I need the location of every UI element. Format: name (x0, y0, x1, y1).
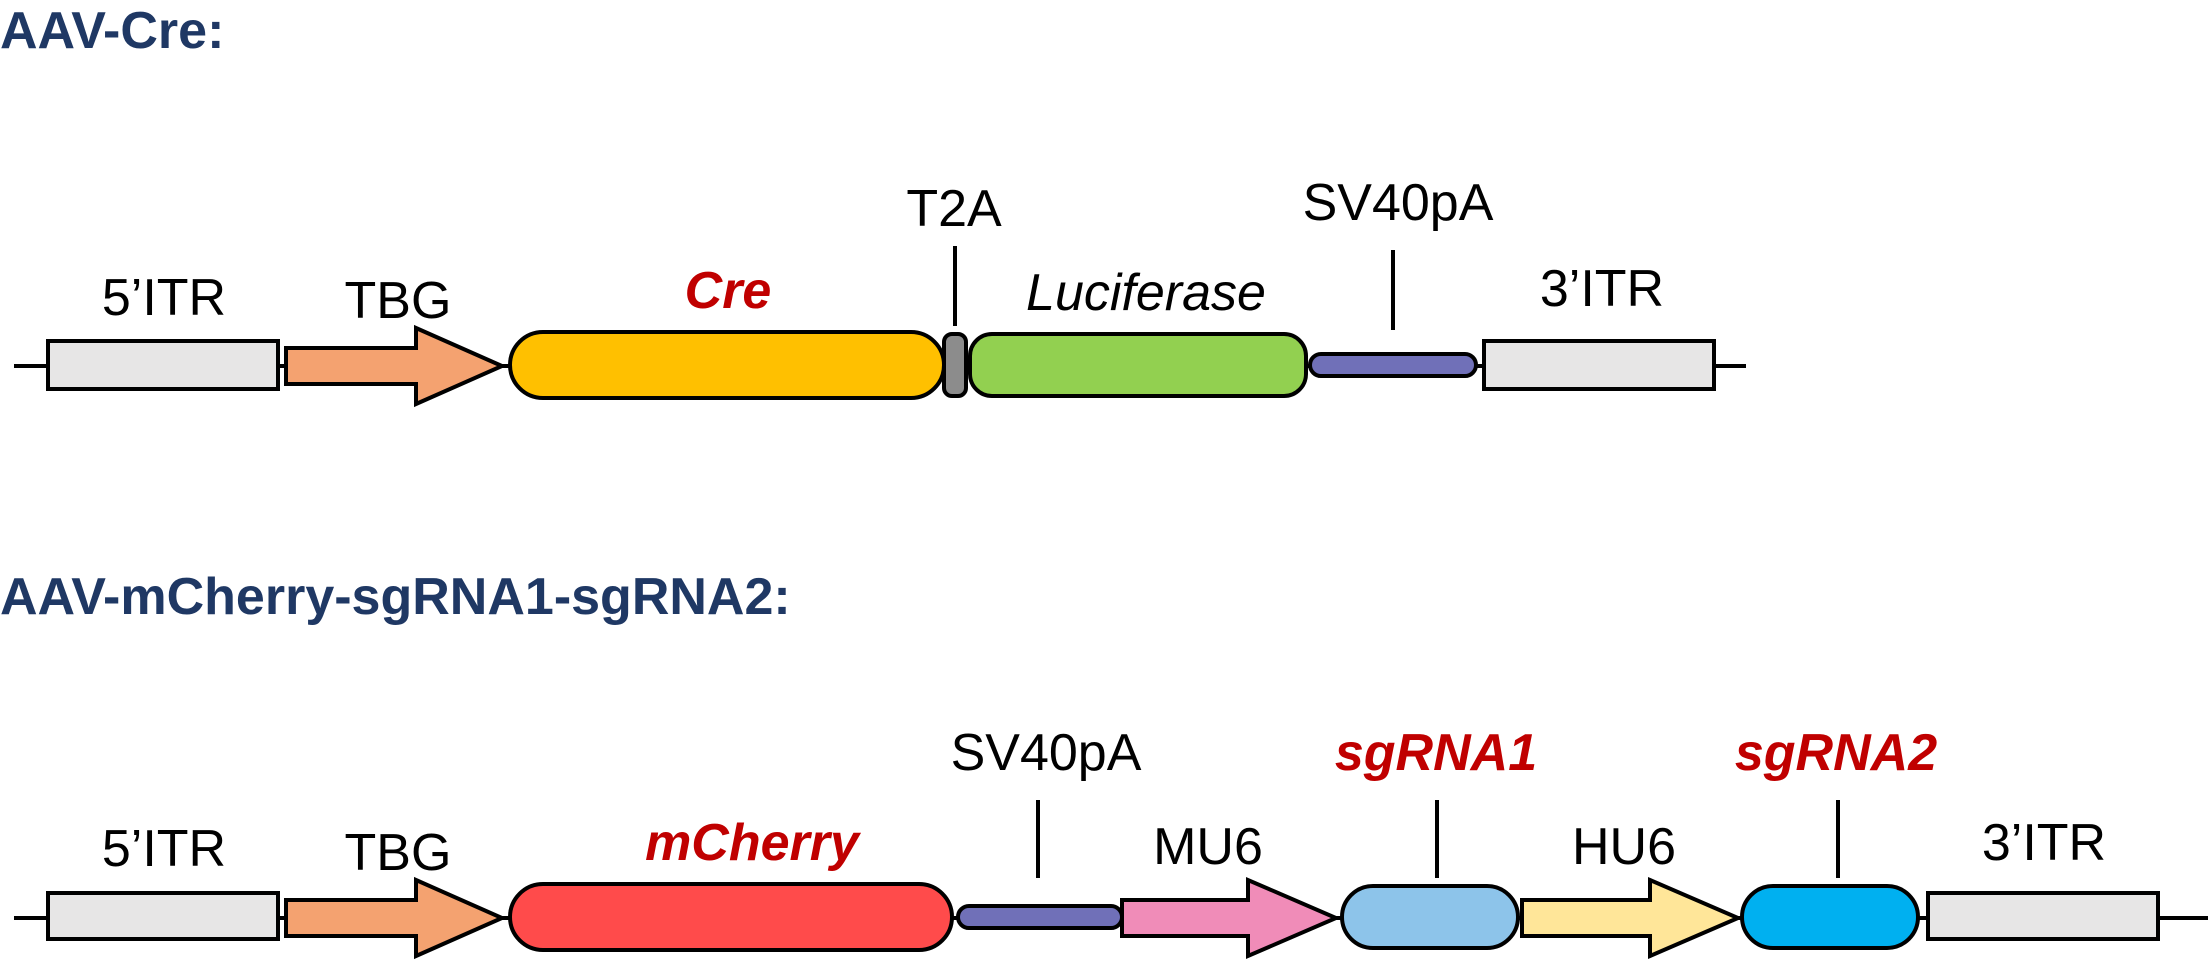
gene-capsule (508, 330, 946, 400)
promoter-arrow (1520, 876, 1744, 960)
gene-capsule (508, 882, 954, 952)
promoter-arrow (1120, 876, 1342, 960)
polya-bar (1308, 352, 1478, 378)
linker-box (942, 332, 968, 398)
gene-capsule (1340, 884, 1520, 950)
element-5-itr: 5’ITR (46, 269, 280, 391)
element-label: 3’ITR (1982, 814, 2106, 872)
element-mcherry-gene: mCherry (508, 814, 954, 952)
element-label: T2A (906, 180, 1002, 238)
element-label: Luciferase (1026, 264, 1266, 322)
element-label: mCherry (645, 814, 862, 872)
construct-aav-mcherry-sgrna1-sgrna2: AAV-mCherry-sgRNA1-sgRNA2: 5’ITR TBG mCh… (0, 568, 2208, 960)
itr-box (1926, 891, 2160, 941)
polya-bar (956, 904, 1124, 930)
promoter-arrow (284, 324, 507, 408)
element-mu6-promoter: MU6 (1120, 818, 1342, 960)
element-label: Cre (685, 262, 772, 320)
gene-capsule (968, 332, 1308, 398)
element-label: sgRNA2 (1735, 724, 1937, 782)
element-label: TBG (345, 824, 452, 882)
element-sgrna2: sgRNA2 (1735, 724, 1937, 950)
element-label: sgRNA1 (1335, 724, 1537, 782)
element-sv40pa: SV40pA (951, 724, 1142, 930)
element-3-itr: 3’ITR (1926, 814, 2160, 941)
element-3-itr: 3’ITR (1482, 260, 1716, 391)
construct-title: AAV-Cre: (0, 2, 224, 60)
element-tbg-promoter: TBG (284, 824, 507, 960)
element-label: 3’ITR (1540, 260, 1664, 318)
element-tbg-promoter: TBG (284, 272, 507, 408)
element-cre-gene: Cre (508, 262, 946, 400)
element-luciferase-gene: Luciferase (968, 264, 1308, 398)
itr-box (46, 339, 280, 391)
construct-title: AAV-mCherry-sgRNA1-sgRNA2: (0, 568, 791, 626)
element-label: 5’ITR (102, 269, 226, 327)
element-label: HU6 (1572, 818, 1676, 876)
element-label: SV40pA (1303, 174, 1494, 232)
construct-aav-cre: AAV-Cre: 5’ITR TBG Cre T2A Luciferase (0, 2, 1746, 408)
element-sv40pa: SV40pA (1303, 174, 1494, 378)
element-label: SV40pA (951, 724, 1142, 782)
gene-capsule (1740, 884, 1920, 950)
element-sgrna1: sgRNA1 (1335, 724, 1537, 950)
itr-box (46, 891, 280, 941)
element-label: TBG (345, 272, 452, 330)
element-label: 5’ITR (102, 820, 226, 878)
element-5-itr: 5’ITR (46, 820, 280, 941)
promoter-arrow (284, 876, 507, 960)
element-label: MU6 (1153, 818, 1263, 876)
itr-box (1482, 339, 1716, 391)
element-hu6-promoter: HU6 (1520, 818, 1744, 960)
element-t2a-linker: T2A (906, 180, 1002, 398)
